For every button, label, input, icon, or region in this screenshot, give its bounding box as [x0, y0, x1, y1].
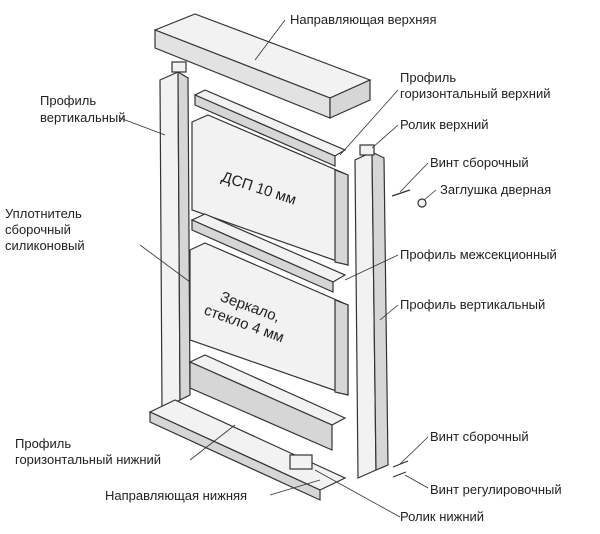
leader-line [379, 304, 399, 321]
label-horizontal-top-2: горизонтальный верхний [400, 86, 551, 101]
label-adjusting-screw: Винт регулировочный [430, 482, 562, 497]
leader-line [314, 469, 401, 518]
left-vertical-profile-side [177, 70, 191, 401]
leader-line [189, 424, 236, 461]
label-bottom-roller: Ролик нижний [400, 509, 485, 524]
label-horizontal-top: Профиль [400, 70, 457, 85]
leader-line [371, 124, 399, 149]
label-assembly-screw-top: Винт сборочный [430, 155, 529, 170]
label-intersection-profile: Профиль межсекционный [400, 247, 557, 262]
left-vertical-profile [159, 71, 181, 409]
leader-line [344, 254, 399, 281]
label-seal-2: сборочный [5, 222, 71, 237]
mirror-panel-edge [334, 299, 349, 396]
label-horizontal-bottom: Профиль [15, 436, 72, 451]
assembly-screw-top [391, 189, 411, 197]
label-seal: Уплотнитель [5, 206, 82, 221]
leader-line [404, 474, 429, 489]
label-seal-3: силиконовый [5, 238, 85, 253]
label-vertical-profile-left-2: вертикальный [40, 110, 126, 125]
leader-line [423, 189, 437, 201]
label-top-rail: Направляющая верхняя [290, 12, 437, 27]
top-roller-right [359, 144, 375, 156]
leader-line [254, 19, 286, 61]
leader-line [399, 162, 429, 193]
top-horizontal-profile-side [194, 94, 336, 167]
door-cap [417, 198, 427, 208]
bottom-horizontal-profile-side [189, 361, 333, 451]
label-horizontal-bottom-2: горизонтальный нижний [15, 452, 162, 467]
leader-line [399, 436, 429, 465]
intersection-profile-side [191, 219, 334, 293]
label-vertical-profile-left: Профиль [40, 93, 97, 108]
adjusting-screw [392, 471, 407, 478]
top-roller-left [171, 61, 187, 73]
leader-line [339, 89, 399, 156]
leader-line [139, 244, 191, 283]
top-rail-end [329, 79, 371, 119]
label-door-cap: Заглушка дверная [440, 182, 552, 197]
label-top-roller: Ролик верхний [400, 117, 489, 132]
chipboard-panel-edge [334, 169, 349, 266]
leader-lines [119, 19, 437, 518]
bottom-roller [289, 454, 313, 470]
right-vertical-profile-side [371, 151, 389, 471]
leader-line [269, 479, 321, 496]
leader-line [119, 117, 166, 136]
label-vertical-profile-right: Профиль вертикальный [400, 297, 546, 312]
label-assembly-screw-bottom: Винт сборочный [430, 429, 529, 444]
bottom-rail-side [149, 411, 321, 501]
label-bottom-rail: Направляющая нижняя [105, 488, 248, 503]
